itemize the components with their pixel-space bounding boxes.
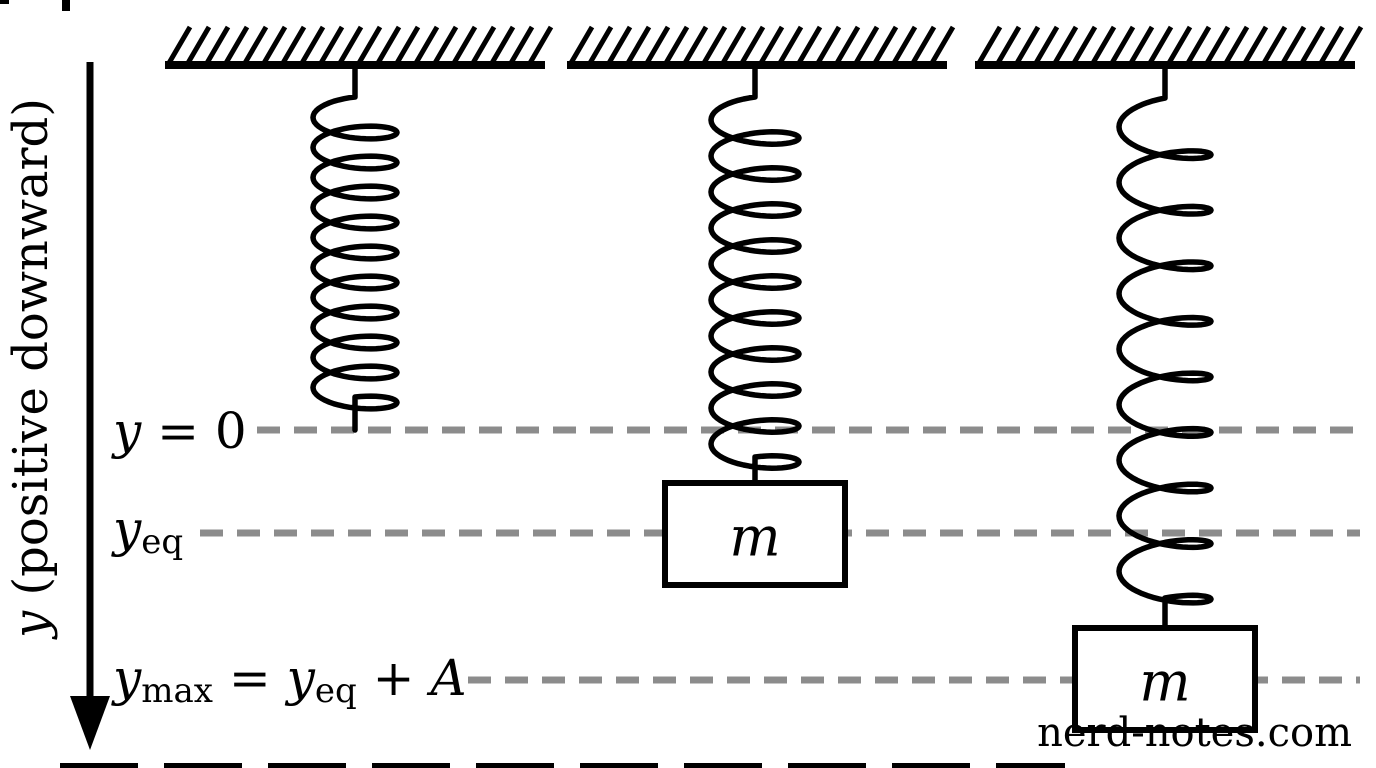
mass-box <box>662 480 848 588</box>
label-segment: y <box>111 500 142 558</box>
hatch-line <box>299 25 326 65</box>
hatch-line <box>910 25 937 65</box>
hatch-line <box>432 25 459 65</box>
hatch-line <box>701 25 728 65</box>
hatch-line <box>720 25 747 65</box>
hatch-line <box>337 25 364 65</box>
hatch-line <box>375 25 402 65</box>
hatch-line <box>451 25 478 65</box>
hatch-line <box>587 25 614 65</box>
hatch-line <box>508 25 535 65</box>
hatch-line <box>394 25 421 65</box>
hatch-line <box>1033 25 1060 65</box>
hatch-line <box>1299 25 1326 65</box>
hatch-line <box>1280 25 1307 65</box>
label-segment: + <box>357 649 431 707</box>
hatch-line <box>853 25 880 65</box>
hatch-line <box>834 25 861 65</box>
springs <box>310 62 1214 631</box>
label-segment: y <box>111 649 142 707</box>
reference-line-labels: y = 0 yeq ymax = yeq + A <box>111 402 467 711</box>
spring-max-stretch <box>1116 62 1214 631</box>
hatch-line <box>1090 25 1117 65</box>
hatch-line <box>1147 25 1174 65</box>
hatch-line <box>995 25 1022 65</box>
hatch-line <box>796 25 823 65</box>
spring-equilibrium <box>708 62 802 486</box>
label-segment: y <box>3 610 59 640</box>
hatch-line <box>976 25 1003 65</box>
hatch-line <box>682 25 709 65</box>
hatch-line <box>758 25 785 65</box>
label-segment: = <box>213 649 287 707</box>
label-segment: y <box>111 402 142 460</box>
label-subscript: eq <box>141 522 183 562</box>
hatch-line <box>739 25 766 65</box>
hatch-line <box>1318 25 1345 65</box>
hatch-line <box>204 25 231 65</box>
hatch-line <box>261 25 288 65</box>
hatch-line <box>1071 25 1098 65</box>
hatch-line <box>606 25 633 65</box>
hatch-line <box>644 25 671 65</box>
label-y-zero: y = 0 <box>111 402 247 460</box>
mass-box <box>1072 625 1258 733</box>
hatch-line <box>872 25 899 65</box>
edge-artifacts <box>0 0 1065 768</box>
hatch-line <box>1128 25 1155 65</box>
hatch-line <box>489 25 516 65</box>
mass-equilibrium: m <box>662 480 848 588</box>
mass-label: m <box>1139 651 1190 714</box>
hatch-line <box>1204 25 1231 65</box>
label-segment: (positive downward) <box>3 98 59 611</box>
hatch-line <box>318 25 345 65</box>
edge-artifact <box>0 0 9 4</box>
ceiling-middle <box>567 25 956 69</box>
hatch-line <box>1261 25 1288 65</box>
label-y-max: ymax = yeq + A <box>111 649 467 711</box>
label-subscript: eq <box>315 671 357 711</box>
label-segment: y <box>285 649 316 707</box>
hatch-line <box>470 25 497 65</box>
hatch-line <box>1242 25 1269 65</box>
hatch-line <box>280 25 307 65</box>
hatch-line <box>663 25 690 65</box>
hatch-line <box>891 25 918 65</box>
label-subscript: max <box>141 671 213 711</box>
ceiling-left <box>165 25 554 69</box>
hatch-line <box>777 25 804 65</box>
ceiling-right <box>975 25 1364 69</box>
hatch-line <box>1014 25 1041 65</box>
hatch-line <box>527 25 554 65</box>
hatch-line <box>223 25 250 65</box>
label-segment: = 0 <box>141 402 247 460</box>
hatch-line <box>413 25 440 65</box>
hatch-line <box>1185 25 1212 65</box>
hatch-line <box>166 25 193 65</box>
hatch-line <box>1109 25 1136 65</box>
edge-artifact <box>62 0 70 11</box>
hatch-line <box>242 25 269 65</box>
label-segment: A <box>426 649 466 707</box>
mass-max-stretch: m <box>1072 625 1258 733</box>
y-axis-arrow <box>70 62 110 750</box>
hatch-line <box>568 25 595 65</box>
hatch-line <box>1223 25 1250 65</box>
hatch-line <box>356 25 383 65</box>
hatch-line <box>815 25 842 65</box>
hatch-line <box>185 25 212 65</box>
hatch-line <box>1337 25 1364 65</box>
mass-label: m <box>729 506 780 569</box>
hatch-line <box>625 25 652 65</box>
spring-unstretched <box>310 62 400 433</box>
hatch-line <box>929 25 956 65</box>
watermark: nerd-notes.com <box>1037 710 1352 756</box>
y-axis-arrowhead <box>70 696 110 750</box>
label-y-eq: yeq <box>111 500 183 562</box>
hatch-line <box>1052 25 1079 65</box>
y-axis-label: y (positive downward) <box>3 98 59 640</box>
hatch-line <box>1166 25 1193 65</box>
